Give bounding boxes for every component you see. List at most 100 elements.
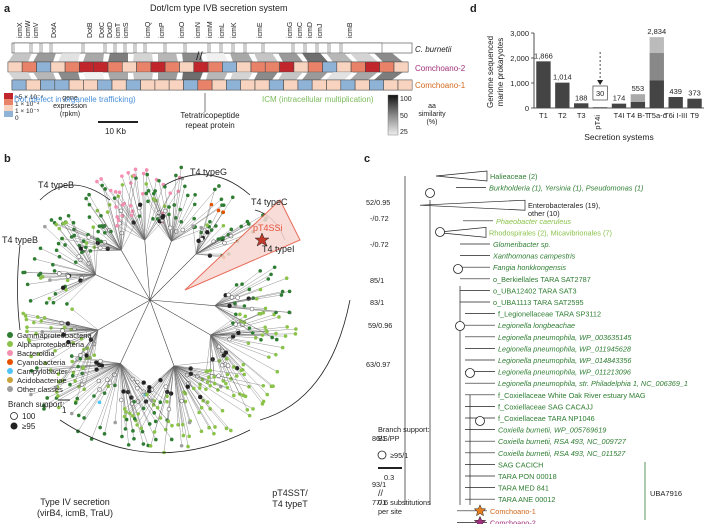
gene-label: icmK (231, 22, 238, 38)
label-t4typeg: T4 typeG (190, 167, 227, 177)
clade-label: UBA7916 (650, 489, 682, 498)
support-node-icon (425, 188, 435, 198)
taxon-label: f_Coxiellaceae White Oak River estuary M… (498, 391, 646, 400)
legend-label: Acidobacteriae (17, 376, 67, 385)
bar (574, 103, 589, 108)
support-title: Branch support: (8, 400, 64, 409)
support-value: 52/0.95 (366, 198, 390, 207)
bar (630, 101, 646, 108)
gene-label: DotA (51, 22, 58, 38)
gene-label: icmX (17, 22, 24, 38)
support-node-icon (455, 321, 465, 331)
label-t4typeb-left: T4 typeB (2, 235, 38, 245)
x-tick-label: T5a-c (647, 111, 666, 120)
icm-label: ICM (intracellular multiplication) (262, 95, 374, 104)
legend-dot-icon (7, 377, 13, 383)
expr-label-4: 0 (15, 115, 19, 122)
legend-label: Alphaproteobacteria (17, 340, 85, 349)
scale-label-a: 10 Kb (105, 127, 126, 136)
panel-b: b T4 typeB T4 typeG T4 typeC pT4SSi T4 t… (2, 153, 351, 518)
expr-label-2: 1 × 10⁻⁴ (15, 101, 40, 108)
legend-dot-icon (7, 332, 13, 338)
x-tick-label: T2 (558, 111, 567, 120)
taxon-label: Glomeribacter sp. (493, 240, 551, 249)
gene-label: icmV (33, 22, 40, 38)
organism-cburnetii: C. burnetii (415, 45, 452, 54)
bar (687, 98, 702, 108)
label-type-iv: Type IV secretion(virB4, icmB, TraU) (37, 497, 113, 518)
taxon-label: Halieaceae (2) (490, 172, 537, 181)
support-node-icon (465, 368, 475, 378)
gene-label: icmT (115, 22, 122, 38)
sim-label-25: 25 (400, 129, 408, 136)
support-value: 85/1 (370, 276, 384, 285)
organism-comchoano2: Comchoano-2 (415, 64, 466, 73)
y-tick-label: 2,000 (510, 54, 529, 63)
taxon-label: f_Coxiellaceae TARA NP1046 (498, 414, 595, 423)
gene-label: icmG (287, 22, 294, 38)
dot-label: Dot (defect in organelle trafficking) (14, 95, 136, 104)
c-break-label: per site (378, 507, 402, 516)
support-value: 93/1 (372, 480, 386, 489)
bar-segment (649, 53, 664, 81)
expr-label-3: 1 × 10⁻⁵ (15, 108, 40, 115)
organism-comchoano1: Comchoano-1 (415, 81, 466, 90)
legend-label: Bacteroidia (17, 349, 55, 358)
panel-c: c Halieaceae (2)Burkholderia (1), Yersin… (364, 153, 688, 524)
bar (611, 103, 627, 108)
x-tick-label: T1 (539, 111, 548, 120)
panel-a-title: Dot/Icm type IVB secretion system (150, 3, 288, 13)
panel-b-letter: b (4, 153, 11, 165)
bar-value-label: 1,866 (534, 51, 553, 60)
gene-label: icmO (179, 21, 186, 38)
c-break-mark: // (378, 488, 384, 498)
gene-label: icmE (257, 22, 264, 38)
y-axis-label: marine prokaryotes (496, 38, 505, 106)
taxon-label: SAG CACICH (498, 460, 543, 469)
taxon-label: TARA ANE 00012 (498, 495, 555, 504)
bar-value-label: 174 (613, 94, 626, 103)
homology-bands-bottom (8, 72, 403, 80)
scale-label-b: 1 (62, 406, 67, 415)
gene-label: DotB (87, 22, 94, 38)
legend-label: Other classes (17, 385, 63, 394)
label-pt4ssi: pT4SSi (253, 223, 283, 233)
homology-bands-top (8, 53, 403, 62)
taxon-label: f_Legionellaceae TARA SP3112 (498, 310, 601, 319)
bar (536, 61, 551, 108)
taxon-label: Legionella pneumophila, str. Philadelphi… (498, 379, 688, 388)
taxon-label: o_UBA1113 TARA SAT2595 (493, 298, 584, 307)
gene-label: icmS (123, 22, 130, 38)
pt4ssi-highlight (184, 199, 301, 291)
bar (649, 80, 664, 108)
legend-dot-icon (7, 359, 13, 365)
taxon-label: Coxiella burnetii, RSA 493, NC_011527 (498, 449, 626, 458)
support-value: 63/0.97 (366, 360, 390, 369)
star-pt4ssi-icon (254, 232, 270, 247)
x-tick-label: T9 (690, 111, 699, 120)
gene-label: icmJ (317, 24, 324, 38)
support-value: 59/0.96 (368, 321, 392, 330)
bar (668, 97, 683, 108)
class-legend: GammaproteobacteriaAlphaproteobacteriaBa… (7, 331, 92, 394)
bar-value-label: 2,834 (647, 27, 666, 36)
label-t4typei: T4 typeI (262, 244, 295, 254)
label-t4typec: T4 typeC (251, 197, 288, 207)
bar-value-label: 1,014 (553, 73, 572, 82)
legend-label: Gammaproteobacteria (17, 331, 92, 340)
panel-d-letter: d (470, 3, 477, 15)
label-pt4sst: pT4SST/T4 typeT (272, 488, 308, 509)
gene-label: icmQ (145, 21, 152, 38)
sim-label-50: 50 (400, 113, 408, 120)
cburnetii-track (11, 42, 413, 54)
support-value: 83/1 (370, 298, 384, 307)
taxon-label: Enterobacterales (19),other (10) (528, 201, 600, 218)
x-tick-label: pT4i (593, 115, 602, 130)
legend-dot-icon (7, 386, 13, 392)
bar-value-label: 439 (669, 87, 682, 96)
